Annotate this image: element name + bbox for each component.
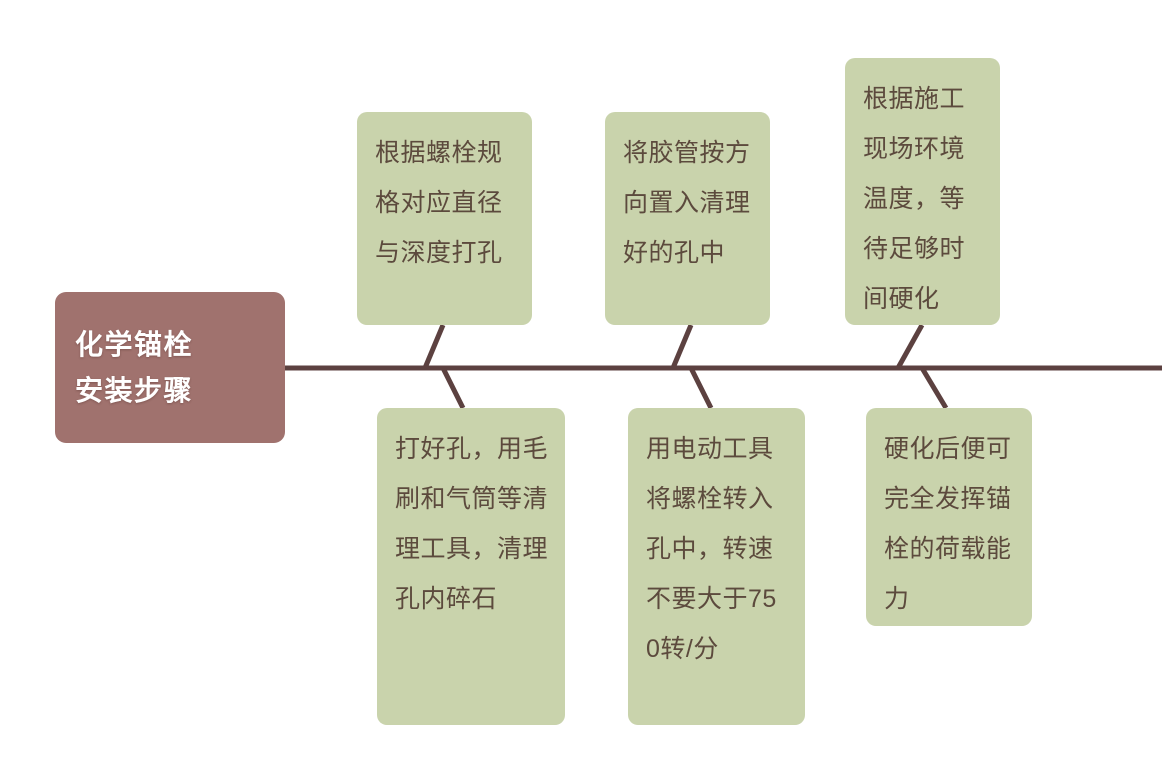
connector-branch-5 <box>895 323 925 370</box>
branch-box-2[interactable]: 打好孔，用毛刷和气筒等清理工具，清理孔内碎石 <box>377 408 565 725</box>
root-node[interactable]: 化学锚栓 安装步骤 <box>55 292 285 443</box>
branch-label-2: 打好孔，用毛刷和气筒等清理工具，清理孔内碎石 <box>395 435 549 613</box>
connector-branch-4 <box>688 366 714 410</box>
root-node-label-line1: 化学锚栓 <box>75 328 194 360</box>
connector-branch-1 <box>422 324 446 369</box>
branch-label-3: 将胶管按方向置入清理好的孔中 <box>623 139 751 267</box>
branch-label-1: 根据螺栓规格对应直径与深度打孔 <box>375 139 503 267</box>
branch-label-4: 用电动工具将螺栓转入孔中，转速不要大于750转/分 <box>646 435 777 663</box>
connector-branch-2 <box>440 366 466 410</box>
root-node-label-line2: 安装步骤 <box>75 374 194 406</box>
connector-branch-6 <box>919 366 949 410</box>
connector-branch-3 <box>670 324 694 369</box>
branch-box-3[interactable]: 将胶管按方向置入清理好的孔中 <box>605 112 770 325</box>
branch-box-5[interactable]: 根据施工现场环境温度，等待足够时间硬化 <box>845 58 1000 325</box>
branch-box-6[interactable]: 硬化后便可完全发挥锚栓的荷载能力 <box>866 408 1032 626</box>
branch-label-6: 硬化后便可完全发挥锚栓的荷载能力 <box>884 435 1012 613</box>
connector-lines <box>422 323 949 410</box>
branch-label-5: 根据施工现场环境温度，等待足够时间硬化 <box>863 85 966 313</box>
branch-box-4[interactable]: 用电动工具将螺栓转入孔中，转速不要大于750转/分 <box>628 408 805 725</box>
branch-box-1[interactable]: 根据螺栓规格对应直径与深度打孔 <box>357 112 532 325</box>
